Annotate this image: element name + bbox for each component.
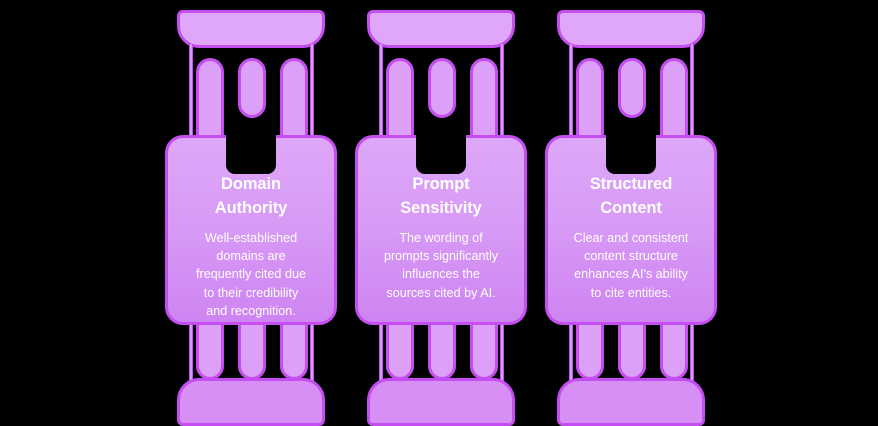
- rack-pillar-upper-1: [386, 58, 414, 146]
- rack-pillar-upper-2: [238, 58, 266, 118]
- rack-pillar-lower-3: [280, 318, 308, 380]
- rack-rail-lower-right: [500, 320, 504, 382]
- card-top-notch: [606, 130, 656, 174]
- rack-pillar-lower-1: [386, 318, 414, 380]
- rack-pillar-lower-2: [428, 318, 456, 380]
- rack-pillar-lower-3: [660, 318, 688, 380]
- rack-top-bar: [177, 10, 325, 48]
- rack-bottom-bar: [557, 378, 705, 426]
- card-top-notch: [226, 130, 276, 174]
- rack-pillar-upper-3: [660, 58, 688, 146]
- rack-pillar-upper-1: [576, 58, 604, 146]
- rack-rail-lower-left: [379, 320, 383, 382]
- rack-bottom-bar: [177, 378, 325, 426]
- rack-rail-upper-left: [569, 44, 573, 140]
- rack-pillar-lower-1: [576, 318, 604, 380]
- rack-rail-lower-right: [690, 320, 694, 382]
- rack-pillar-upper-2: [428, 58, 456, 118]
- rack-rail-lower-right: [310, 320, 314, 382]
- rack-pillar-lower-2: [238, 318, 266, 380]
- rack-rail-upper-right: [500, 44, 504, 140]
- rack-pillar-upper-3: [280, 58, 308, 146]
- rack-rail-upper-left: [379, 44, 383, 140]
- rack-top-bar: [557, 10, 705, 48]
- rack-top-bar: [367, 10, 515, 48]
- rack-rail-lower-left: [569, 320, 573, 382]
- rack-bottom-bar: [367, 378, 515, 426]
- rack-pillar-upper-2: [618, 58, 646, 118]
- rack-rail-upper-right: [310, 44, 314, 140]
- rack-pillar-upper-1: [196, 58, 224, 146]
- rack-pillar-upper-3: [470, 58, 498, 146]
- rack-pillar-lower-3: [470, 318, 498, 380]
- rack-rail-upper-left: [189, 44, 193, 140]
- rack-pillar-lower-1: [196, 318, 224, 380]
- rack-rail-lower-left: [189, 320, 193, 382]
- rack-pillar-lower-2: [618, 318, 646, 380]
- rack-rail-upper-right: [690, 44, 694, 140]
- card-top-notch: [416, 130, 466, 174]
